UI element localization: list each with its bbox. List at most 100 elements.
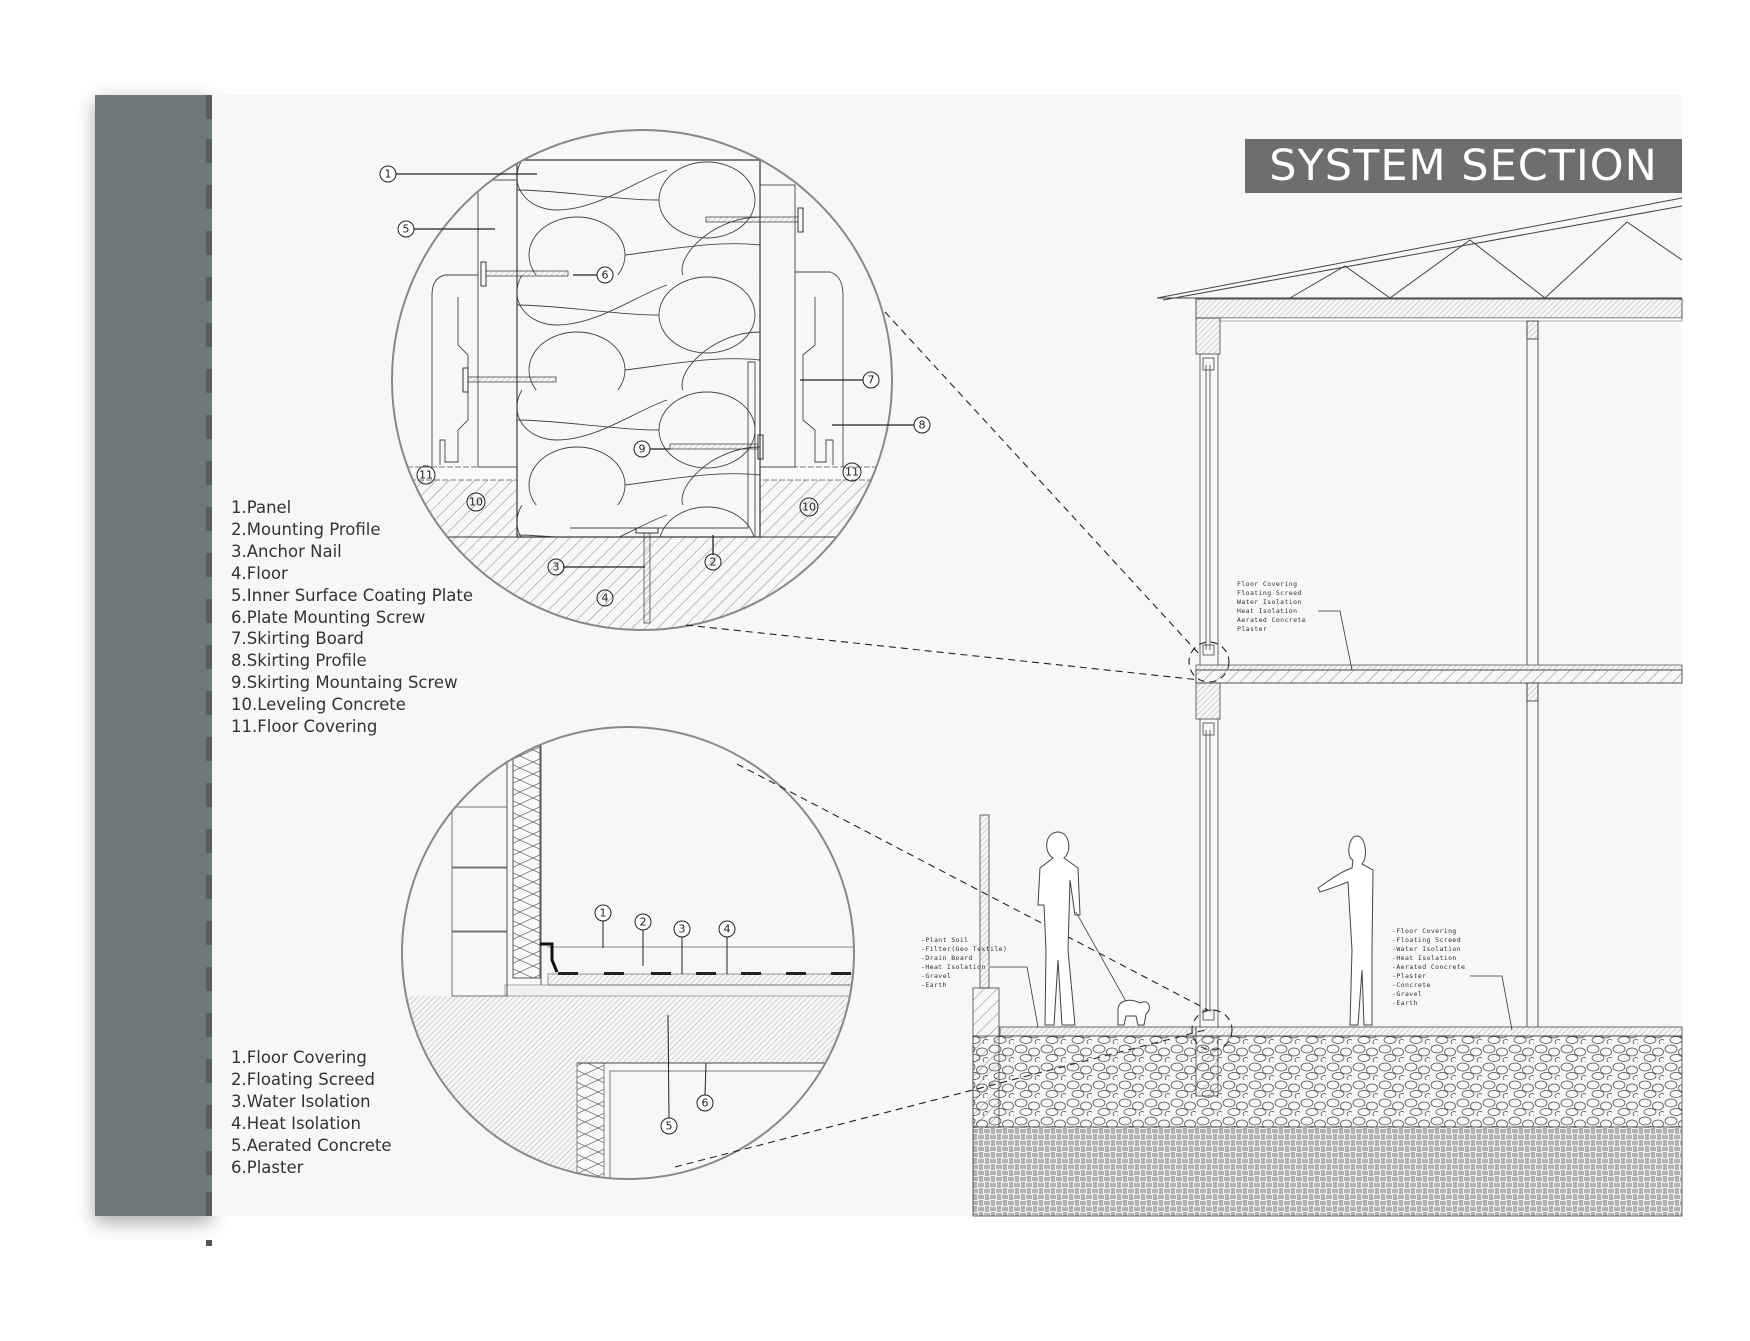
legend-item: 5.Aerated Concrete (231, 1135, 392, 1155)
roof-slab (1195, 298, 1683, 319)
callout-10-left: 10 (466, 492, 486, 512)
legend-item: 5.Inner Surface Coating Plate (231, 585, 474, 605)
svg-text:-Floating Screed: -Floating Screed (1392, 936, 1461, 944)
skirting-mounting-screw (669, 434, 764, 460)
callout-2: 2 (634, 913, 652, 931)
skirting-profile-right (802, 297, 834, 465)
svg-text:4: 4 (724, 923, 731, 936)
svg-text:Aerated Concrete: Aerated Concrete (1237, 616, 1306, 624)
svg-text:-Filter(Geo Textile): -Filter(Geo Textile) (921, 945, 1007, 953)
svg-text:Plaster: Plaster (1237, 625, 1267, 633)
callout-11-left: 11 (416, 465, 436, 485)
foundation-beam (1195, 1035, 1219, 1097)
legend-item: 1.Floor Covering (231, 1048, 367, 1067)
callout-10-right: 10 (799, 497, 819, 517)
water-isolation-marks (558, 972, 851, 975)
legend-item: 8.Skirting Profile (231, 651, 367, 671)
legend-item: 6.Plaster (231, 1157, 304, 1177)
svg-text:-Heat Isolation: -Heat Isolation (1392, 954, 1457, 962)
callout-5: 5 (660, 1117, 678, 1135)
callout-3: 3 (673, 920, 691, 938)
svg-text:-Gravel: -Gravel (921, 972, 951, 980)
svg-text:8: 8 (919, 419, 926, 432)
detail-circle-ground-floor: 1 2 3 4 5 6 (401, 726, 855, 1180)
garden-wall-base (972, 987, 1000, 1128)
callout-6: 6 (596, 266, 614, 284)
svg-text:3: 3 (553, 561, 560, 574)
svg-text:-Earth: -Earth (921, 981, 947, 989)
svg-text:11: 11 (845, 466, 859, 479)
floor-covering-right (759, 466, 892, 481)
svg-text:-Earth: -Earth (1392, 999, 1418, 1007)
legend-item: 10.Leveling Concrete (231, 695, 406, 715)
svg-text:Water Isolation: Water Isolation (1237, 598, 1302, 606)
svg-text:5: 5 (666, 1120, 673, 1133)
svg-text:-Gravel: -Gravel (1392, 990, 1422, 998)
callout-9: 9 (633, 440, 651, 458)
svg-text:-Concrete: -Concrete (1392, 981, 1431, 989)
callout-4: 4 (718, 920, 736, 938)
svg-text:1: 1 (600, 907, 607, 920)
svg-text:11: 11 (419, 469, 433, 482)
intermediate-slab (1195, 669, 1683, 684)
gravel-layer (972, 1035, 1683, 1128)
svg-text:-Heat Isolation: -Heat Isolation (921, 963, 986, 971)
anchor-nail (635, 527, 659, 624)
legend-item: 2.Mounting Profile (231, 519, 381, 539)
svg-text:-Plant Soil: -Plant Soil (921, 936, 968, 944)
plaster-line (609, 1070, 854, 1179)
side-binding-bar (95, 95, 212, 1216)
svg-text:7: 7 (868, 374, 875, 387)
wall-floor-detail-legend: 1.Panel 2.Mounting Profile 3.Anchor Nail… (231, 497, 473, 738)
lower-wall-insulation (576, 1062, 605, 1179)
garden-soil (999, 1026, 1197, 1037)
plate-mounting-screw (480, 261, 569, 287)
person-standing-figure (1317, 835, 1374, 1026)
svg-text:1: 1 (385, 168, 392, 181)
legend-item: 9.Skirting Mountaing Screw (231, 673, 458, 693)
svg-text:6: 6 (702, 1097, 709, 1110)
page-marker (206, 1240, 212, 1246)
callout-1: 1 (594, 904, 612, 922)
upper-window (1199, 354, 1219, 665)
svg-text:4: 4 (602, 592, 609, 605)
detail-circle-outline (391, 129, 893, 631)
callout-8: 8 (913, 416, 931, 434)
callout-2: 2 (704, 553, 722, 571)
callout-6: 6 (696, 1094, 714, 1112)
svg-text:-Aerated Concrete: -Aerated Concrete (1392, 963, 1465, 971)
garden-notes: -Plant Soil -Filter(Geo Textile) -Drain … (921, 936, 1039, 1028)
svg-text:Heat Isolation: Heat Isolation (1237, 607, 1297, 615)
svg-text:9: 9 (639, 443, 646, 456)
exterior-blocks (451, 806, 508, 997)
callout-11-right: 11 (842, 462, 862, 482)
svg-text:2: 2 (710, 556, 717, 569)
skirting-board-left (431, 274, 478, 467)
svg-text:10: 10 (802, 501, 816, 514)
building-section: Floor Covering Floating Screed Water Iso… (921, 197, 1683, 1217)
roof-beam (1195, 317, 1221, 355)
svg-text:3: 3 (679, 923, 686, 936)
svg-text:Floating Screed: Floating Screed (1237, 589, 1302, 597)
svg-text:5: 5 (403, 223, 410, 236)
inner-coating-plate-right (759, 184, 796, 468)
callout-markers: 1 2 3 4 5 6 (594, 904, 736, 1135)
earth-layer (972, 1126, 1683, 1217)
callout-1: 1 (379, 165, 397, 183)
legend-item: 11.Floor Covering (231, 717, 378, 737)
callout-5: 5 (397, 220, 415, 238)
plate-mounting-screw (462, 367, 557, 393)
interior-column (1526, 320, 1539, 1027)
callout-7: 7 (862, 371, 880, 389)
legend-item: 4.Heat Isolation (231, 1113, 361, 1133)
legend-item: 7.Skirting Board (231, 629, 364, 649)
legend-item: 2.Floating Screed (231, 1069, 375, 1089)
page-title: SYSTEM SECTION (1245, 139, 1682, 193)
leveling-concrete-right (760, 480, 892, 537)
concrete-slab (504, 984, 854, 997)
panel (516, 159, 761, 538)
person-with-dog-figure (1037, 831, 1150, 1026)
ground-floor-notes: -Floor Covering -Floating Screed -Water … (1392, 927, 1513, 1031)
ground-floor-detail-legend: 1.Floor Covering 2.Floating Screed 3.Wat… (231, 1047, 391, 1178)
callout-3: 3 (547, 558, 565, 576)
